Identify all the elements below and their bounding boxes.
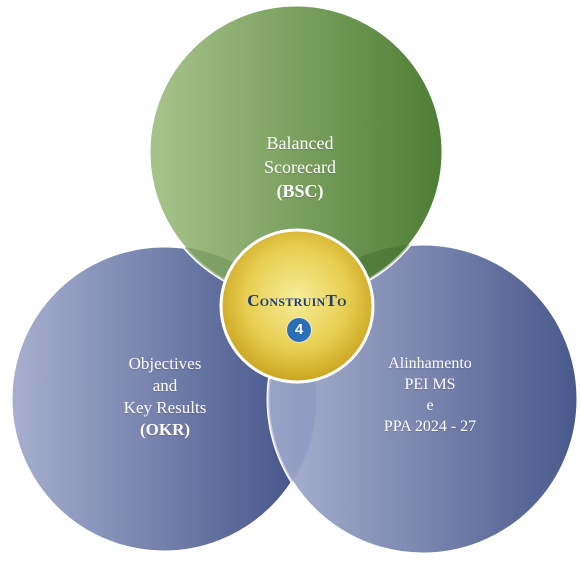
bsc-label-line2: Scorecard [264, 157, 336, 177]
logo-number: 4 [294, 321, 304, 338]
bsc-label-line1: Balanced [266, 133, 334, 153]
logo-c: C [247, 291, 260, 310]
pei-label-line4: PPA 2024 - 27 [383, 418, 477, 435]
logo-number-badge: 4 [287, 318, 311, 342]
pei-label: Alinhamento PEI MS e PPA 2024 - 27 [345, 353, 515, 437]
okr-label-line2: and [152, 376, 178, 395]
bsc-label-line3: (BSC) [276, 181, 324, 201]
okr-label-line3: Key Results [123, 398, 207, 417]
pei-label-line3: e [426, 397, 434, 414]
logo-o: O [337, 295, 347, 309]
pei-label-line2: PEI MS [404, 376, 456, 393]
logo-t: T [325, 291, 338, 310]
construinto-logo: CONSTRUINTO [222, 291, 372, 312]
okr-label-line1: Objectives [128, 354, 202, 373]
okr-label-line4: (OKR) [139, 420, 191, 439]
logo-onstru: ONSTRU [259, 295, 312, 309]
logo-in: IN [311, 295, 326, 309]
pei-label-line1: Alinhamento [388, 355, 472, 372]
okr-label: Objectives and Key Results (OKR) [85, 353, 245, 441]
bsc-label: Balanced Scorecard (BSC) [205, 131, 395, 203]
center-logo-circle [219, 228, 375, 384]
